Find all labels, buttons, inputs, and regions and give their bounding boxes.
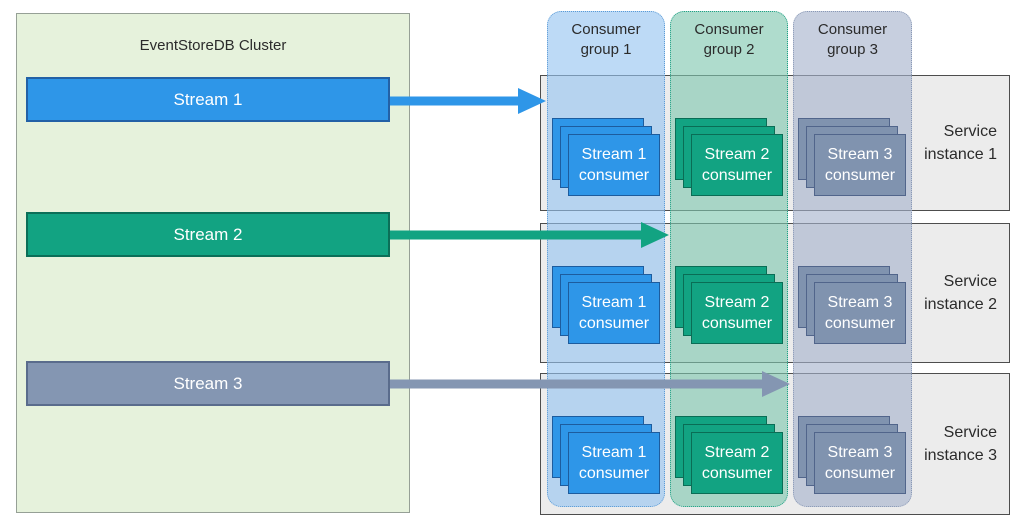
- consumer-group-1-header: Consumer group 1: [571, 21, 641, 58]
- stream-3-consumer-stack-instance-2: Stream 3 consumer: [798, 266, 908, 346]
- stream-2-consumer-stack-instance-1: Stream 2 consumer: [675, 118, 785, 198]
- stream-2-consumer-card: Stream 2 consumer: [691, 134, 783, 196]
- stream-1-consumer-stack-instance-1: Stream 1 consumer: [552, 118, 662, 198]
- service-instance-2-label: Service instance 2: [924, 273, 997, 313]
- consumer-group-2-header: Consumer group 2: [694, 21, 764, 58]
- stream-2-label: Stream 2: [173, 224, 243, 244]
- stream-3-consumer-card: Stream 3 consumer: [814, 134, 906, 196]
- stream-1-arrow: [390, 88, 546, 114]
- stream-3-bar: Stream 3: [26, 361, 390, 406]
- stream-3-label: Stream 3: [173, 373, 243, 393]
- stream-2-consumer-card: Stream 2 consumer: [691, 432, 783, 494]
- stream-2-consumer-card: Stream 2 consumer: [691, 282, 783, 344]
- stream-1-consumer-stack-instance-2: Stream 1 consumer: [552, 266, 662, 346]
- stream-1-label: Stream 1: [173, 89, 243, 109]
- stream-3-consumer-card: Stream 3 consumer: [814, 432, 906, 494]
- stream-3-consumer-stack-instance-1: Stream 3 consumer: [798, 118, 908, 198]
- stream-3-consumer-card: Stream 3 consumer: [814, 282, 906, 344]
- cluster-title: EventStoreDB Cluster: [139, 37, 287, 54]
- stream-1-consumer-card: Stream 1 consumer: [568, 134, 660, 196]
- stream-3-consumer-stack-instance-3: Stream 3 consumer: [798, 416, 908, 496]
- stream-2-consumer-stack-instance-2: Stream 2 consumer: [675, 266, 785, 346]
- stream-2-consumer-stack-instance-3: Stream 2 consumer: [675, 416, 785, 496]
- stream-1-consumer-stack-instance-3: Stream 1 consumer: [552, 416, 662, 496]
- service-instance-1-label: Service instance 1: [924, 123, 997, 163]
- consumer-group-3-header: Consumer group 3: [817, 21, 888, 58]
- stream-1-bar: Stream 1: [26, 77, 390, 122]
- stream-2-bar: Stream 2: [26, 212, 390, 257]
- stream-1-consumer-card: Stream 1 consumer: [568, 432, 660, 494]
- eventstoredb-cluster-box: EventStoreDB Cluster Stream 1 Stream 2 S…: [16, 13, 410, 513]
- service-instance-3-label: Service instance 3: [924, 424, 997, 464]
- stream-1-consumer-card: Stream 1 consumer: [568, 282, 660, 344]
